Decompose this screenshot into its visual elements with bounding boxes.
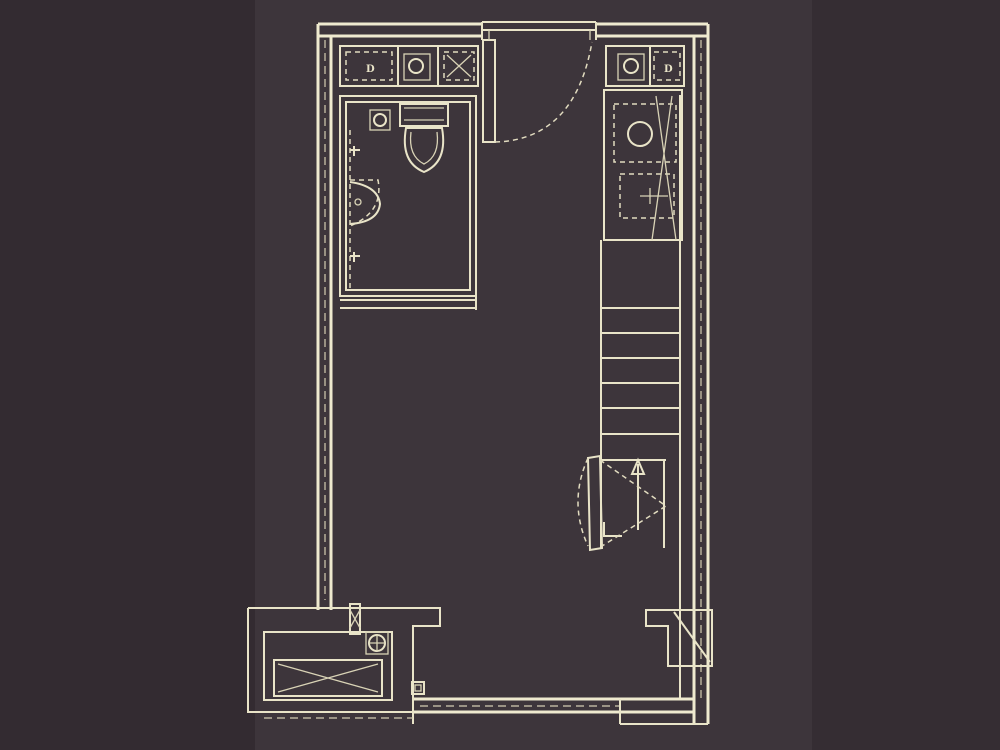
sink-frame-left <box>403 53 431 81</box>
vent-frame <box>365 631 389 655</box>
door-swing-arc <box>494 41 593 143</box>
drain-square-inner <box>414 684 422 692</box>
bathroom-bottom-wall <box>340 96 477 310</box>
shower-area <box>349 179 380 227</box>
counter-frame <box>339 45 479 87</box>
plan-sheet <box>255 0 812 750</box>
toilet-bowl <box>403 127 445 174</box>
washer-box <box>613 103 677 163</box>
balcony-outer-left <box>247 608 413 713</box>
pipe-column-x <box>349 609 361 629</box>
niche-frame <box>603 89 683 241</box>
stair-door-leaf <box>586 454 604 552</box>
washer-drum <box>627 121 653 147</box>
floor-drain-grate <box>373 113 387 127</box>
bottom-wall <box>413 697 694 714</box>
vent-cross <box>369 635 385 651</box>
stair-stringers <box>600 240 681 548</box>
top-wall-left <box>316 22 482 38</box>
top-wall-right <box>596 22 710 38</box>
bathroom-inner <box>345 101 471 291</box>
top-left-counter: D <box>339 45 479 87</box>
shaft-outline <box>645 609 713 667</box>
door-leaf <box>482 39 496 143</box>
toilet-tank-detail <box>404 107 444 121</box>
water-heater-pipe <box>640 188 668 204</box>
stair-arrow-tail <box>603 522 622 537</box>
dryer-right <box>653 51 681 81</box>
balcony-outer-top <box>248 607 441 724</box>
tap-lower <box>350 252 360 262</box>
background-left-band <box>0 0 255 750</box>
shower-head-curve <box>349 181 382 225</box>
water-heater-box <box>619 173 675 219</box>
staircase <box>577 240 681 552</box>
right-utility-niche <box>603 89 683 241</box>
exterior-walls <box>316 21 710 725</box>
shower-valve <box>354 198 362 206</box>
counter-dividers <box>397 46 439 86</box>
entry-door <box>482 30 593 143</box>
ac-unit-x <box>277 663 379 693</box>
dryer-left-label: D <box>366 64 375 75</box>
bathroom <box>339 95 477 310</box>
left-wall <box>316 24 333 610</box>
stove-box <box>443 51 475 81</box>
pipe-column <box>349 603 361 635</box>
balcony-block <box>247 603 441 724</box>
stove-x <box>446 54 472 78</box>
floor-drain <box>369 109 391 131</box>
door-jambs <box>488 30 591 40</box>
background-right-band <box>812 0 1000 750</box>
drain-square <box>411 681 425 695</box>
dryer-left <box>345 51 393 81</box>
top-right-counter: D <box>605 45 685 87</box>
sink-frame-right <box>617 53 645 81</box>
sink-basin-right <box>623 58 639 74</box>
counter-frame-right <box>605 45 685 87</box>
toilet-tank <box>399 103 449 127</box>
sink-basin-left <box>408 58 424 74</box>
dryer-right-label: D <box>664 64 673 75</box>
stair-arrow-head <box>630 457 646 475</box>
door-header <box>481 21 597 40</box>
shaft-diagonal <box>673 611 711 663</box>
stair-treads <box>601 307 680 435</box>
right-shaft <box>645 609 713 667</box>
stair-door-guide <box>599 459 668 547</box>
niche-diagonals <box>651 95 677 241</box>
stair-landing-rail <box>601 459 666 548</box>
toilet-bowl-inner <box>409 131 439 165</box>
tap-upper <box>350 146 360 156</box>
stair-door-arc <box>577 457 589 547</box>
ac-unit <box>273 659 383 697</box>
